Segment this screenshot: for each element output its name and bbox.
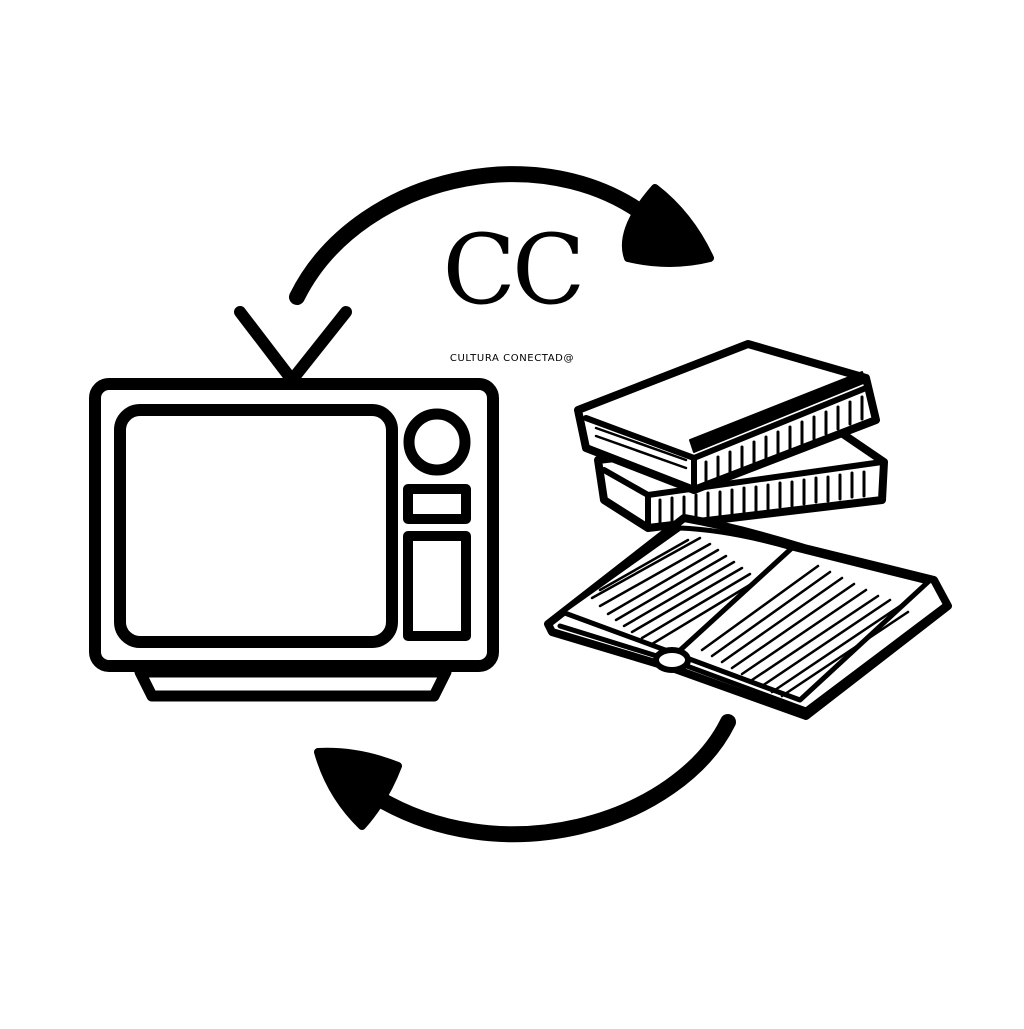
closed-book-upper bbox=[574, 340, 880, 494]
stacked-and-open-books-icon bbox=[544, 340, 952, 720]
brand-tagline: CULTURA CONECTAD@ bbox=[449, 353, 575, 364]
retro-television-icon bbox=[89, 306, 499, 702]
curved-arrow-right-icon bbox=[289, 166, 714, 305]
cc-monogram: CC bbox=[442, 214, 586, 326]
open-book bbox=[544, 514, 952, 720]
curved-arrow-left-icon bbox=[314, 714, 736, 843]
